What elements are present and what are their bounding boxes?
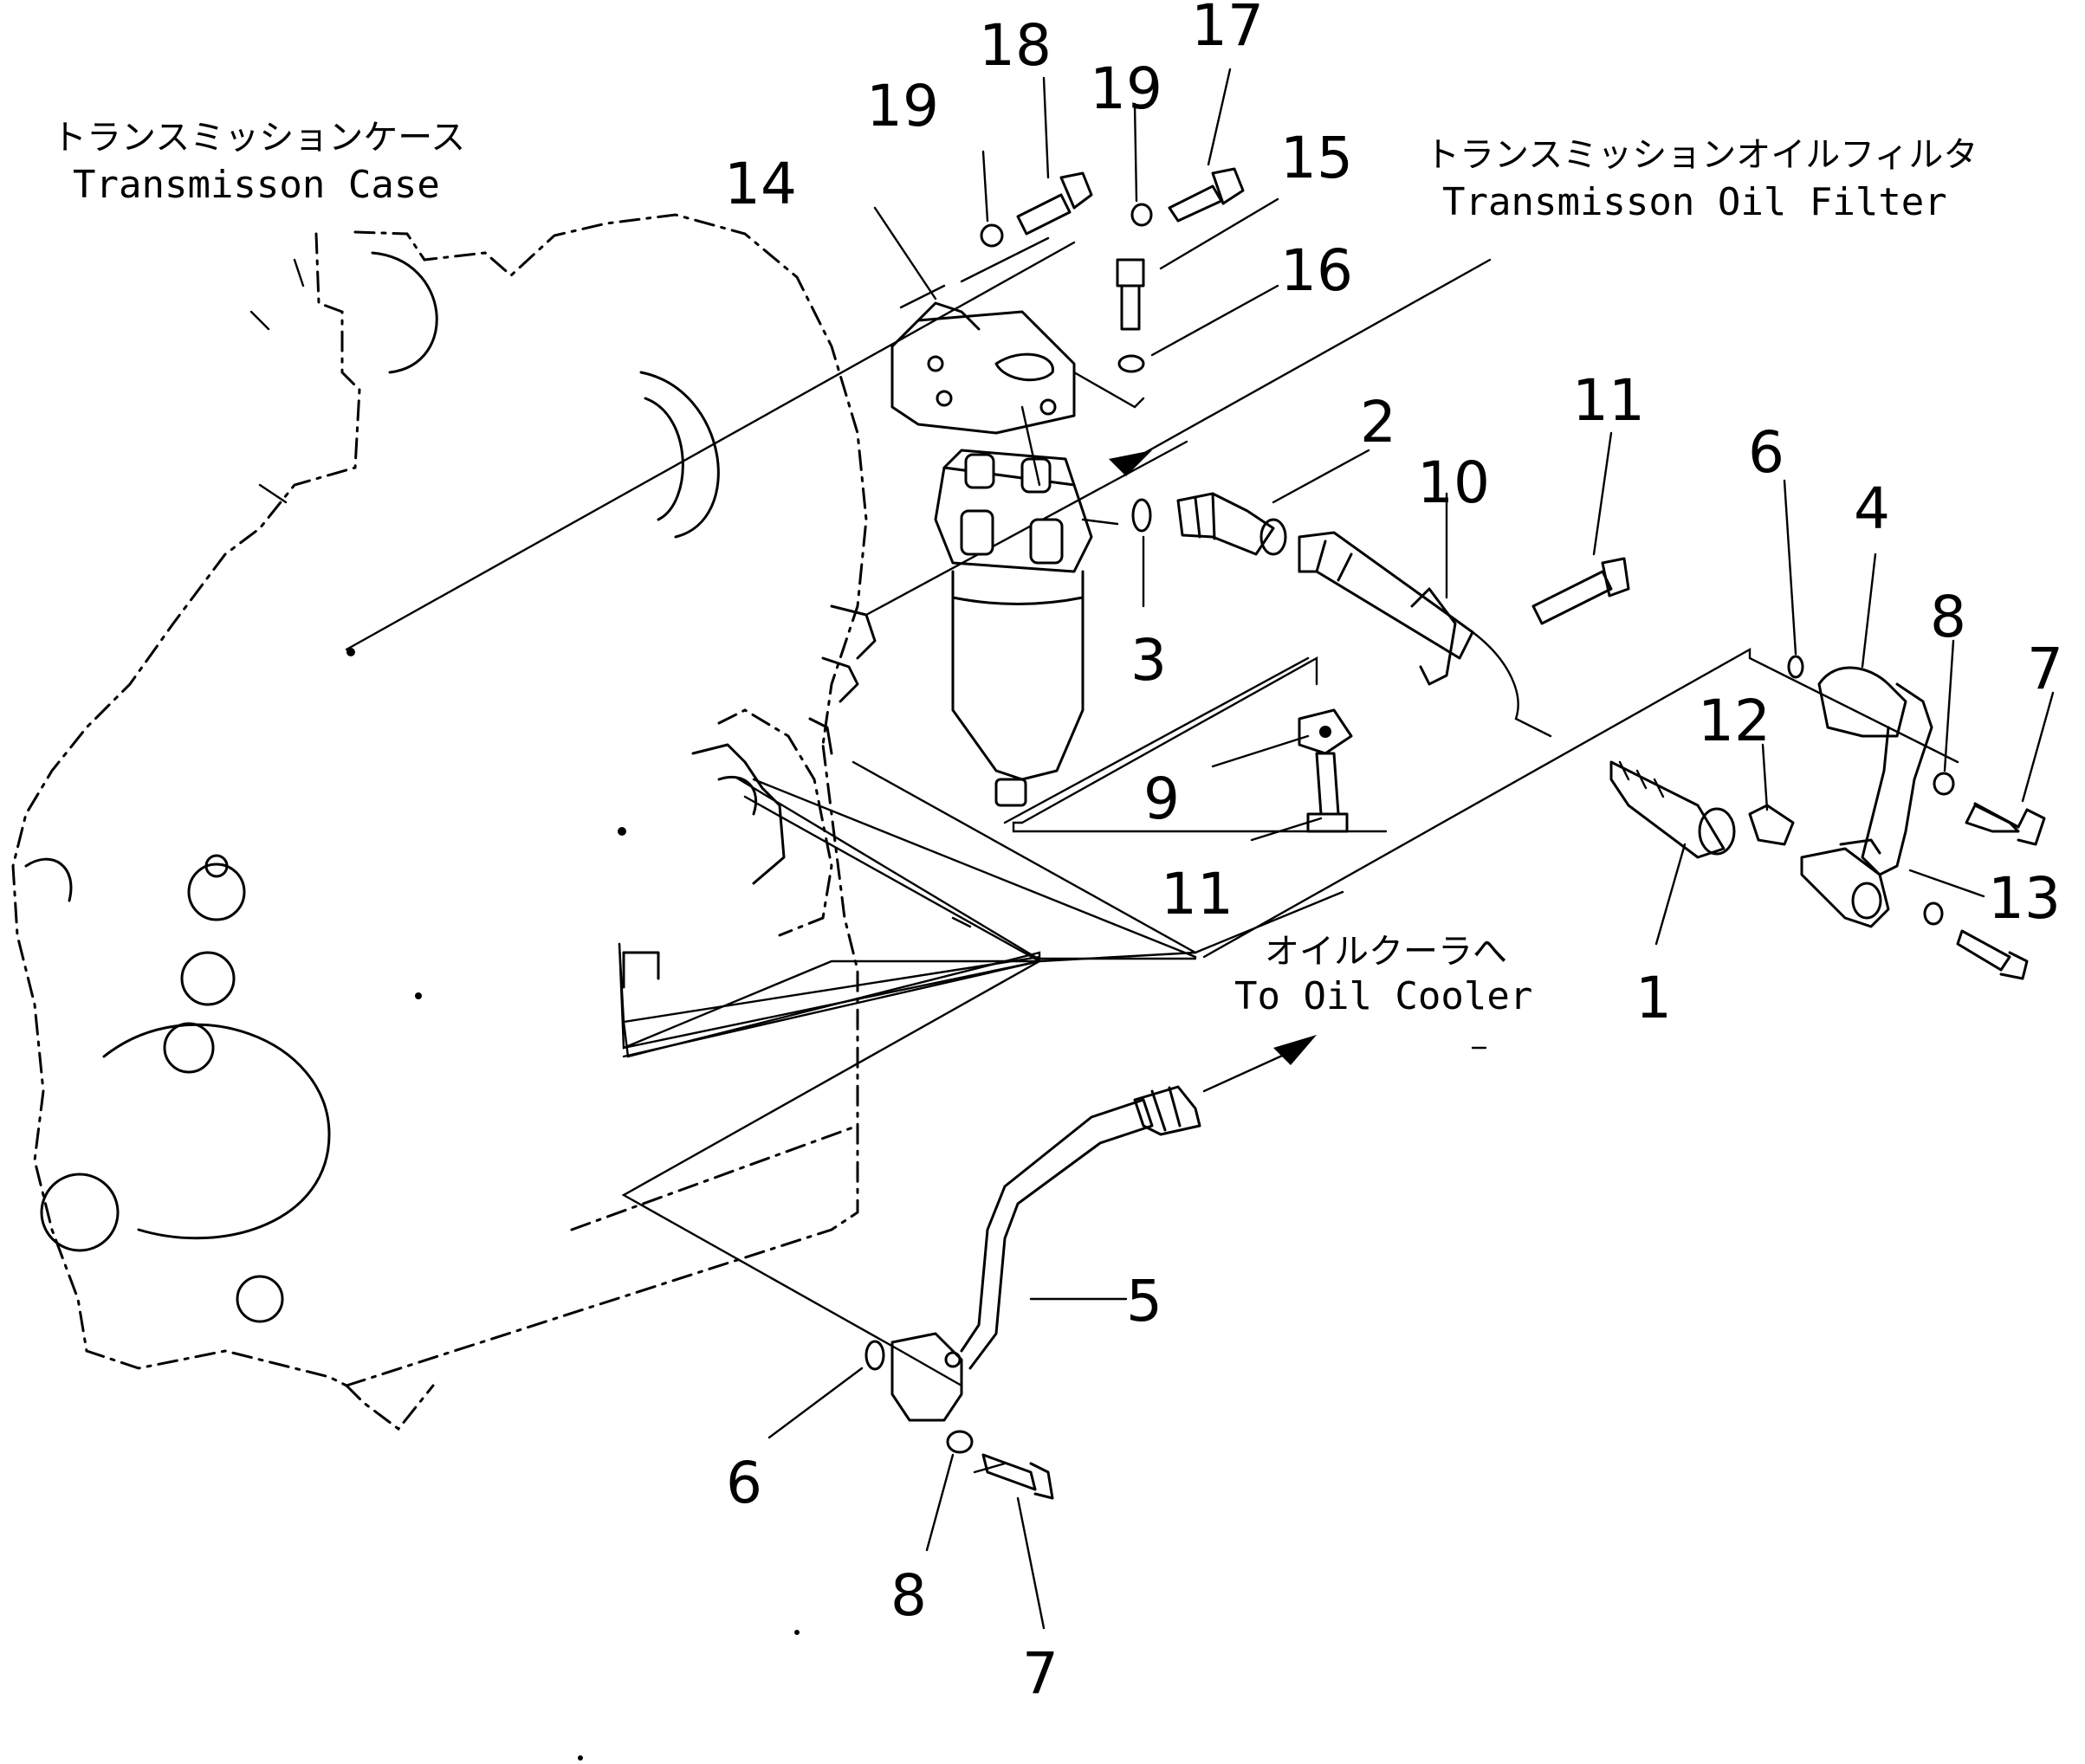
- callout-6-lower: 6: [726, 1450, 762, 1516]
- bolt-17: [1168, 184, 1223, 223]
- callout-16: 16: [1280, 237, 1353, 304]
- sleeve-12: [1748, 804, 1795, 846]
- callout-2: 2: [1360, 389, 1396, 456]
- hose-10: [1298, 531, 1474, 660]
- callout-12: 12: [1698, 688, 1771, 754]
- callout-17: 17: [1191, 0, 1264, 59]
- callout-11-lower: 11: [1161, 861, 1234, 927]
- o-ring-6-lower: [864, 1340, 885, 1371]
- callout-13: 13: [1988, 865, 2061, 932]
- flange-5: [890, 1332, 963, 1422]
- assembly-lines: [345, 241, 1959, 1474]
- bolt-11-upper: [1531, 570, 1613, 625]
- bolt-15: [1116, 258, 1145, 288]
- callout-19-left: 19: [866, 73, 939, 139]
- o-ring-3: [1131, 498, 1152, 533]
- callout-11-upper: 11: [1572, 367, 1645, 434]
- callout-10: 10: [1417, 449, 1490, 516]
- callout-8-lower: 8: [890, 1562, 927, 1629]
- callout-5: 5: [1126, 1268, 1162, 1334]
- clamp-9: [1298, 708, 1353, 755]
- bolt-18: [1016, 193, 1072, 236]
- washer-8-lower: [946, 1430, 974, 1454]
- hose-1: [1609, 760, 1726, 859]
- callout-4: 4: [1854, 475, 1890, 542]
- bolt-7-lower: [981, 1453, 1037, 1491]
- tubes-fittings: [864, 167, 2046, 1500]
- washer-16: [1117, 354, 1145, 373]
- case-label-jp: トランスミッションケース: [52, 118, 465, 158]
- case-label-en: Transmisson Case: [73, 163, 440, 207]
- tube-5: [960, 1098, 1154, 1370]
- arrow-filter: [1109, 450, 1152, 476]
- callout-14: 14: [724, 151, 797, 217]
- washer-19-right: [1130, 203, 1153, 227]
- o-ring-6-upper: [1787, 655, 1804, 679]
- flange-4: [1817, 666, 1907, 738]
- cooler-label-en: To Oil Cooler: [1234, 974, 1532, 1018]
- cooler-label-jp: オイルクーラへ: [1265, 932, 1507, 972]
- elbow-13: [1800, 847, 1890, 928]
- washer-8-upper: [1933, 772, 1955, 796]
- callout-9: 9: [1143, 766, 1180, 832]
- callout-15: 15: [1280, 125, 1353, 191]
- callout-7-lower: 7: [1022, 1640, 1059, 1707]
- callout-8-upper: 8: [1930, 584, 1966, 650]
- callout-1: 1: [1635, 965, 1672, 1031]
- filter-label-jp: トランスミッションオイルフィルタ: [1425, 135, 1978, 175]
- bolt-7-upper: [1965, 804, 2020, 833]
- callout-3: 3: [1130, 627, 1167, 694]
- washer-19-left: [980, 223, 1004, 248]
- callout-7-upper: 7: [2027, 636, 2063, 702]
- transmission-case: [11, 213, 972, 1431]
- filter-bracket: [890, 301, 1145, 435]
- callout-leaders: [767, 68, 2055, 1630]
- filter-label-en: Transmisson Oil Filter: [1442, 180, 1947, 224]
- callout-19-right: 19: [1090, 55, 1162, 122]
- callout-6-upper: 6: [1748, 419, 1784, 486]
- callout-18: 18: [979, 12, 1052, 79]
- oil-filter: [934, 405, 1119, 807]
- bolt-11-lower: [1315, 752, 1340, 816]
- elbow-2: [1176, 492, 1275, 556]
